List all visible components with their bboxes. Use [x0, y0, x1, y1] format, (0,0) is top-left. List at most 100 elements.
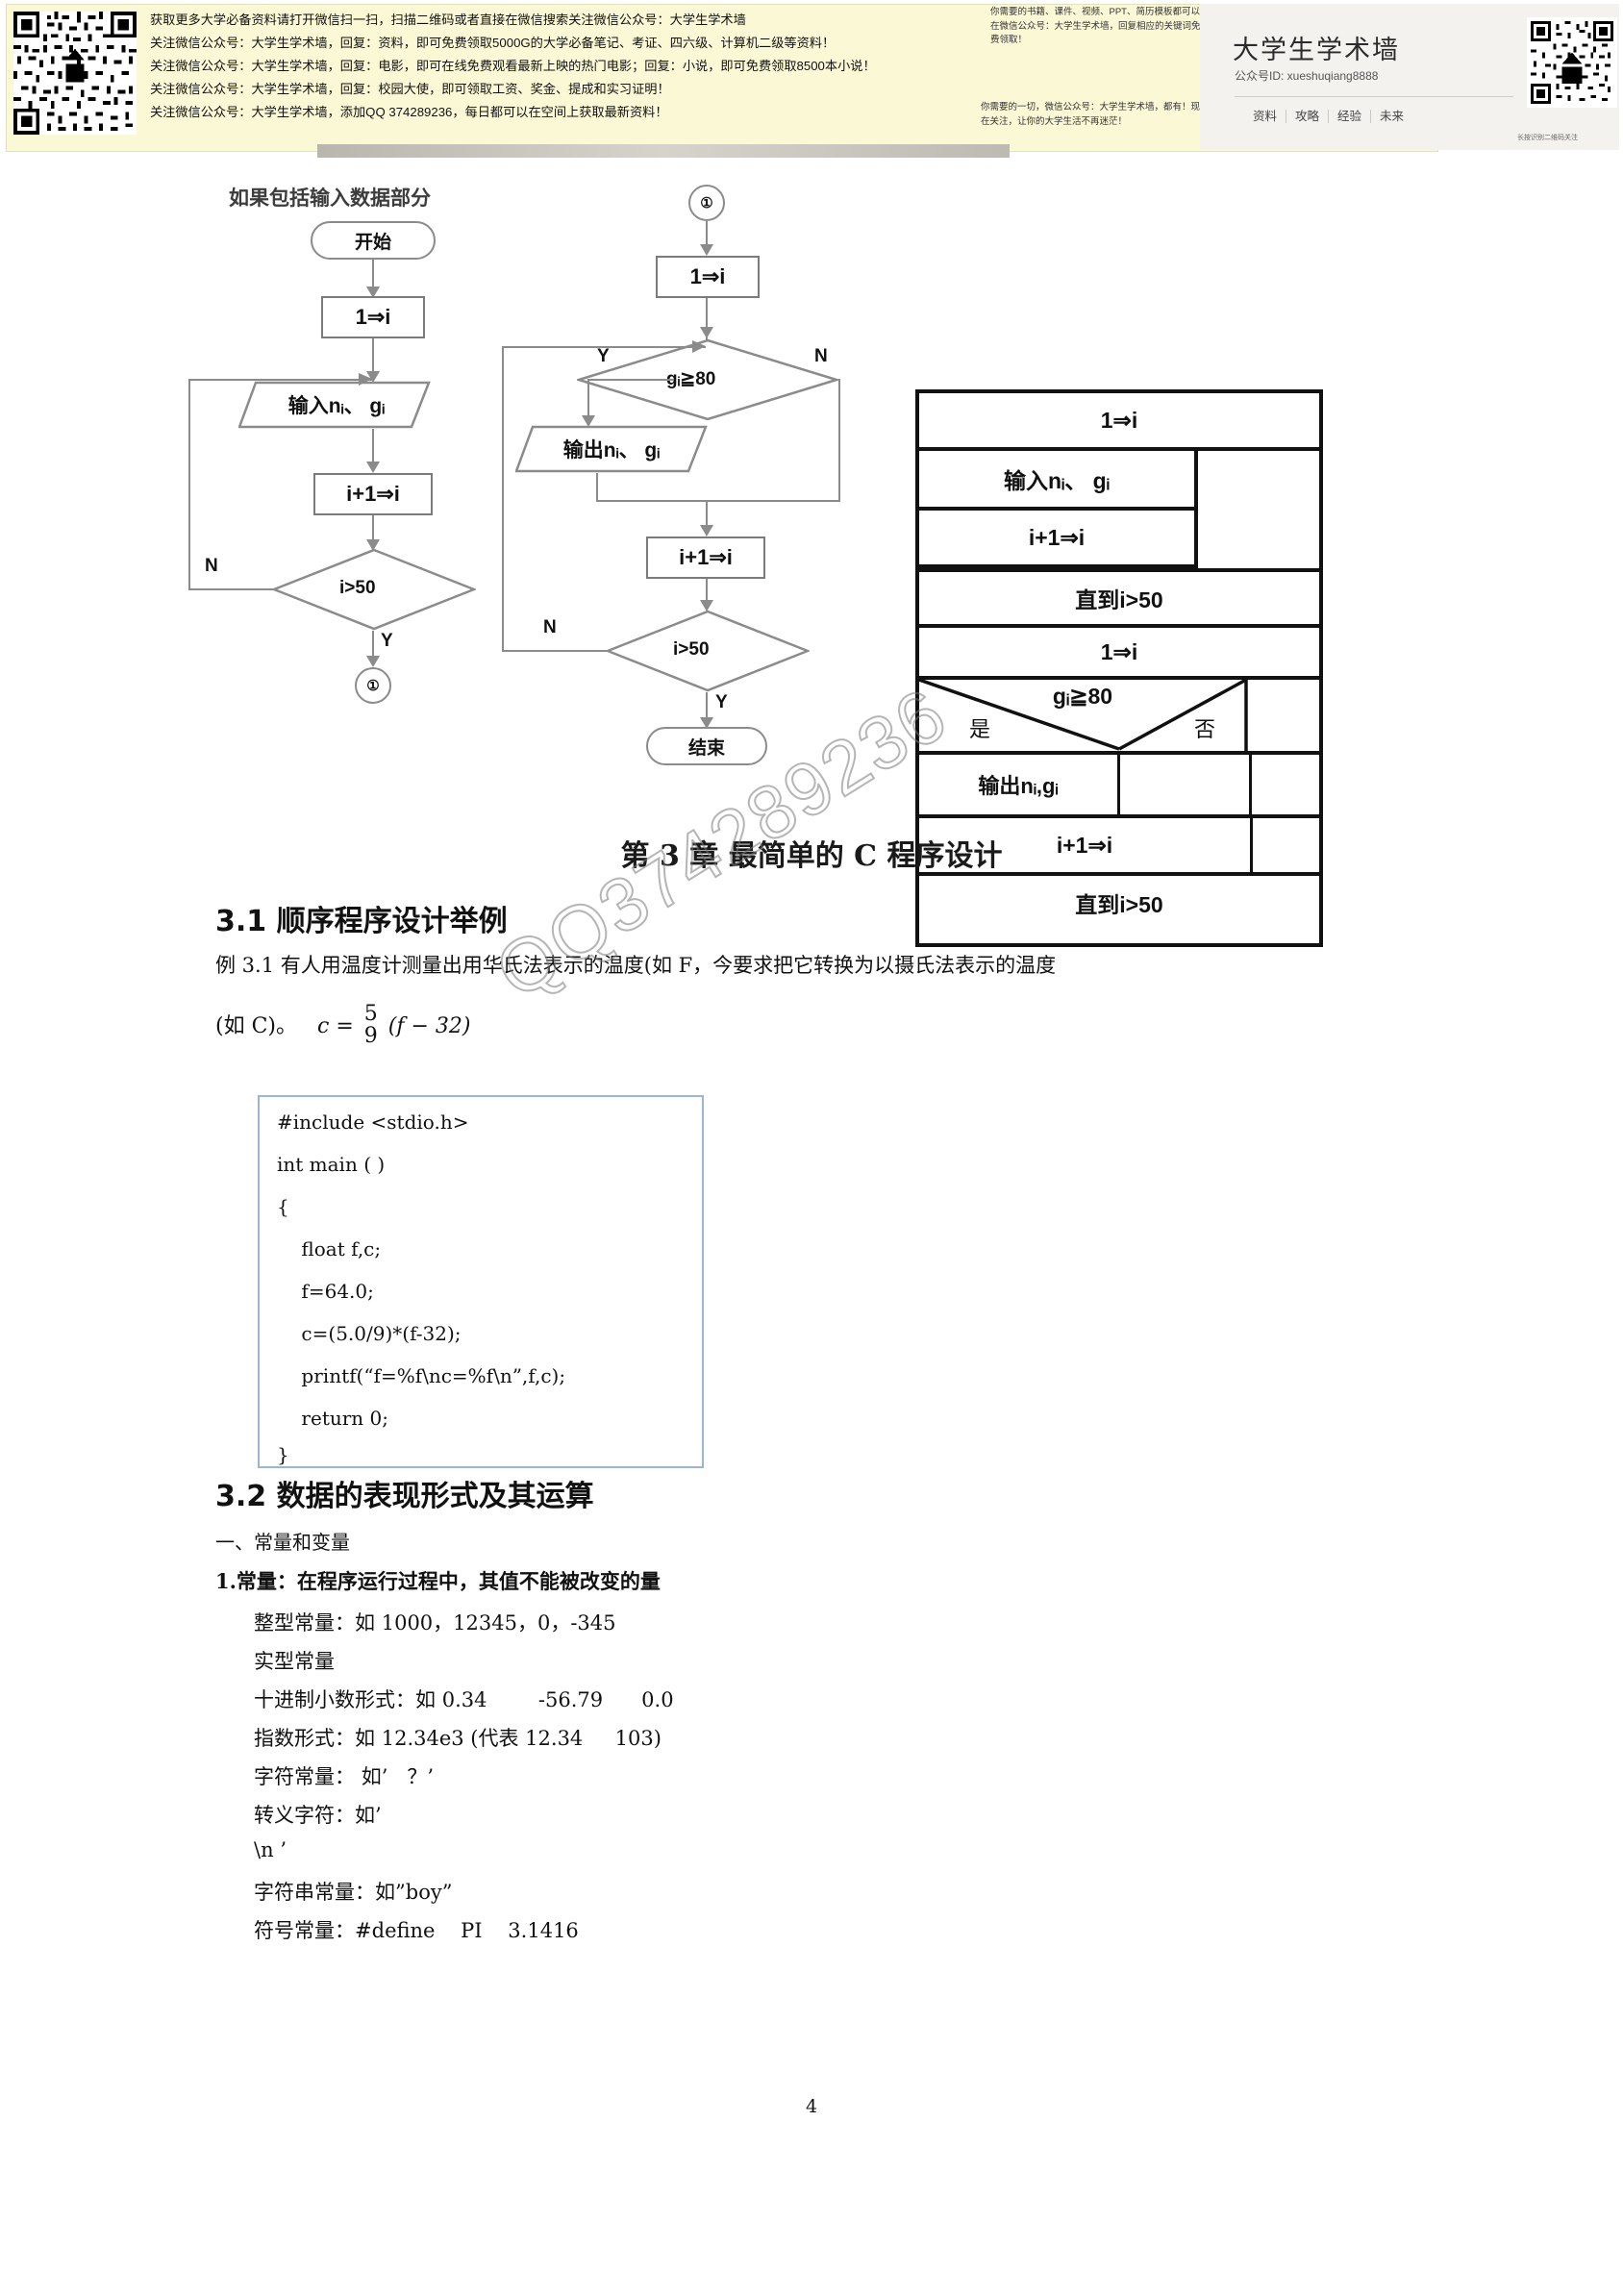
flow-connector-line: [706, 298, 709, 340]
ns-row-input: 输入nᵢ、 gᵢ: [919, 451, 1194, 511]
list-line-7: 转义字符：如’: [215, 1804, 382, 1827]
ns-condition-label: gᵢ≧80: [1052, 684, 1113, 709]
flow-increment-box: i+1⇒i: [313, 473, 433, 515]
ns-branch-spacer: [1252, 755, 1319, 814]
promo-side-note-top: 你需要的书籍、课件、视频、PPT、简历模板都可以在微信公众号：大学生学术墙，回复…: [990, 7, 1201, 46]
wechat-account-name: 大学生学术墙: [1233, 36, 1400, 64]
flow-connector-line: [587, 379, 590, 423]
ns-diagram: 1⇒i 输入nᵢ、 gᵢ i+1⇒i 直到i>50 1⇒i gᵢ≧80 是 否: [915, 389, 1323, 947]
code-line-8: }: [277, 1443, 289, 1466]
example-paragraph-line1: 例 3.1 有人用温度计测量出用华氏法表示的温度(如 F，今要求把它转换为以摄氏…: [215, 954, 1057, 977]
flow-connector-line: [706, 500, 709, 535]
list-line-0: 一、常量和变量: [215, 1531, 350, 1554]
flow2-grade-decision-label: gᵢ≧80: [666, 369, 716, 389]
flow2-connector-circle: ①: [688, 185, 725, 221]
flowchart-figure: 如果包括输入数据部分 开始 1⇒i 输入nᵢ、 gᵢ i+1⇒i i>50 N: [0, 173, 1623, 947]
flow-connector-line: [587, 379, 674, 382]
arrow-head-icon: [700, 327, 713, 338]
list-line-6: 字符常量： 如’ ？’: [215, 1765, 435, 1788]
flow-connector-line: [502, 346, 505, 652]
flow-connector-line: [502, 346, 706, 349]
ns-row-until2: 直到i>50: [1075, 892, 1163, 917]
promo-line-4: 关注微信公众号：大学生学术墙，回复：校园大使，即可领取工资、奖金、提成和实习证明…: [150, 82, 670, 97]
promo-line-1: 获取更多大学必备资料请打开微信扫一扫，扫描二维码或者直接在微信搜索关注微信公众号…: [150, 12, 746, 27]
qr-code-right-icon: [1527, 17, 1617, 108]
page-number: 4: [805, 2096, 818, 2117]
qr-caption: 长按识别二维码关注: [1517, 135, 1578, 141]
list-line-5: 指数形式：如 12.34e3 (代表 12.34 103): [215, 1727, 662, 1750]
flow-loop-decision-label: i>50: [339, 578, 376, 598]
flow-input-label: 输入nᵢ、 gᵢ: [287, 395, 386, 417]
code-line-5: c=(5.0/9)*(f-32);: [277, 1322, 462, 1345]
equation-numerator: 5: [363, 1002, 378, 1026]
list-line-1: 1.常量：在程序运行过程中，其值不能被改变的量: [215, 1569, 661, 1593]
section-heading-31: 3.1 顺序程序设计举例: [215, 905, 508, 938]
flow-connector-line: [372, 429, 375, 471]
code-line-3: float f,c;: [277, 1237, 382, 1260]
card-link-1[interactable]: 攻略: [1286, 110, 1330, 123]
promo-banner: 获取更多大学必备资料请打开微信扫一扫，扫描二维码或者直接在微信搜索关注微信公众号…: [0, 0, 1623, 158]
arrow-head-icon: [700, 600, 713, 611]
arrow-head-icon: [700, 244, 713, 256]
section-heading-32: 3.2 数据的表现形式及其运算: [215, 1480, 594, 1513]
ns-row-until1: 直到i>50: [919, 572, 1319, 628]
code-line-7: return 0;: [277, 1407, 389, 1430]
flow2-branch-yes-label: Y: [597, 346, 610, 366]
code-line-4: f=64.0;: [277, 1280, 374, 1303]
flow2-init-box: 1⇒i: [656, 256, 760, 298]
ns-branch-split-icon: [919, 680, 1248, 751]
arrow-head-icon: [366, 371, 380, 383]
code-line-1: int main ( ): [277, 1153, 386, 1176]
arrow-head-icon: [582, 415, 595, 427]
flow-connector-line: [372, 631, 375, 663]
equation-fraction: 5 9: [364, 1003, 378, 1047]
flow-start-terminal: 开始: [311, 221, 436, 260]
ns-branch-row: 输出nᵢ,gᵢ: [919, 755, 1319, 818]
flow2-end-terminal: 结束: [646, 727, 767, 765]
wechat-card-links: 资料攻略经验未来: [1244, 106, 1412, 124]
list-line-4: 十进制小数形式：如 0.34 -56.79 0.0: [215, 1688, 674, 1711]
flow2-output-shape: [515, 425, 708, 473]
flow-connector-line: [372, 515, 375, 548]
list-line-9: 字符串常量：如”boy”: [215, 1881, 453, 1904]
flow-connector-line: [372, 260, 375, 292]
flow2-loop-decision-shape: [606, 610, 810, 692]
code-line-6: printf(“f=%f\nc=%f\n”,f,c);: [277, 1364, 566, 1387]
flow-connector-line: [596, 500, 708, 503]
ns-branch-yes-label: 是: [969, 718, 991, 742]
arrow-head-icon: [366, 287, 380, 298]
code-line-2: {: [277, 1195, 289, 1218]
wechat-account-card: 大学生学术墙 公众号ID: xueshuqiang8888 资料攻略经验未来: [1200, 4, 1619, 150]
flow-connector-line: [372, 338, 375, 381]
wechat-account-id: 公众号ID: xueshuqiang8888: [1235, 69, 1379, 83]
card-divider: [1235, 96, 1513, 97]
flow-connector-line: [706, 579, 709, 610]
flow-connector-line: [188, 379, 191, 590]
equation-lhs: c =: [317, 1014, 354, 1039]
list-line-2: 整型常量：如 1000，12345，0，-345: [215, 1611, 616, 1635]
flow-branch-yes-label: Y: [381, 631, 393, 651]
arrow-head-icon: [366, 656, 380, 667]
list-line-8: \n ’: [215, 1838, 287, 1861]
ns-row-incr2-wrap: i+1⇒i: [919, 818, 1319, 876]
flow-init-box: 1⇒i: [321, 296, 425, 338]
arrow-head-icon: [700, 525, 713, 537]
flow2-grade-decision-shape: [577, 338, 838, 421]
example-equation: (如 C)。 c = 5 9 (f − 32): [215, 1003, 470, 1049]
page-title: 第 3 章 最简单的 C 程序设计: [620, 839, 1003, 873]
flow-connector-line: [502, 650, 608, 653]
ns-condition-block: gᵢ≧80 是 否: [919, 680, 1319, 755]
promo-side-note-bottom: 你需要的一切，微信公众号：大学生学术墙，都有！现在关注，让你的大学生活不再迷茫！: [981, 102, 1201, 128]
flow-connector-line: [706, 692, 709, 725]
card-link-3[interactable]: 未来: [1380, 110, 1405, 123]
flow-loop-decision-shape: [272, 548, 476, 631]
promo-banner-body: [6, 4, 1438, 152]
arrow-head-icon: [692, 340, 706, 353]
ns-row-init1: 1⇒i: [919, 393, 1319, 451]
flow2-loop-decision-label: i>50: [673, 639, 710, 660]
card-link-2[interactable]: 经验: [1329, 110, 1372, 123]
arrow-head-icon: [700, 717, 713, 729]
card-link-0[interactable]: 资料: [1244, 110, 1287, 123]
ns-true-cell: 输出nᵢ,gᵢ: [919, 755, 1120, 814]
